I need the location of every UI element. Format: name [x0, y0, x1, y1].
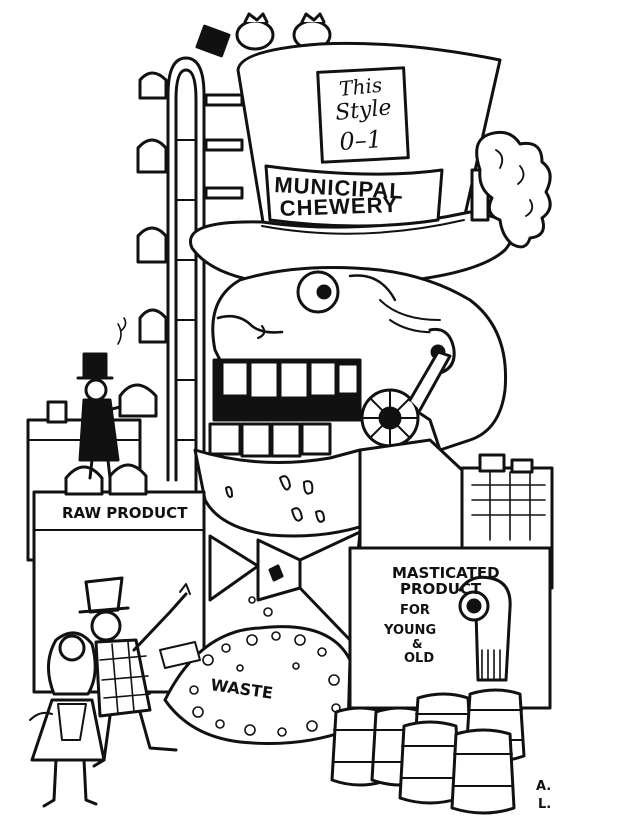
chewing-face [193, 266, 508, 538]
artist-signature: A. L. [536, 779, 551, 812]
barrel [398, 720, 462, 805]
steam-pipe [470, 130, 552, 249]
signature-line-2: L. [538, 797, 551, 812]
hatter-figure [78, 576, 191, 768]
masticated-line-1: MASTICATED [392, 564, 500, 582]
barrels [330, 688, 526, 815]
worker-figure [76, 317, 158, 480]
conveyor-elevator [136, 24, 244, 502]
masticated-line-4: YOUNG [383, 623, 436, 638]
masticated-line-2: PRODUCT [400, 580, 482, 598]
lower-jaw [193, 448, 382, 538]
masticated-sign-text: MASTICATED PRODUCT FOR YOUNG & OLD [383, 564, 500, 666]
signature-line-1: A. [536, 779, 551, 794]
hat-tag [316, 66, 410, 164]
hat-tag-line-3: 0–1 [338, 125, 382, 156]
sack-bucket-group [136, 71, 169, 344]
top-sacks [235, 12, 332, 51]
masticated-line-5: & [412, 637, 422, 651]
gear-wheel [360, 350, 452, 448]
bow-tie [208, 530, 362, 642]
hat-tag-line-2: Style [334, 95, 393, 126]
hat-tag-line-1: This [338, 73, 383, 101]
barrel [450, 728, 516, 815]
upper-teeth [212, 358, 362, 422]
masticated-line-6: OLD [404, 651, 434, 666]
masticated-product-box [348, 546, 552, 710]
hat-tag-text: This Style 0–1 [334, 73, 393, 156]
dark-crate [195, 24, 231, 58]
raw-sacks [64, 463, 148, 496]
hat-sign-text: MUNICIPAL CHEWERY [274, 172, 405, 221]
machine-housing [358, 438, 464, 550]
masticated-line-3: FOR [400, 603, 430, 618]
lower-teeth [208, 422, 332, 458]
top-hat [189, 41, 514, 288]
alice-figure [29, 631, 106, 808]
raw-product-label: RAW PRODUCT [62, 504, 188, 522]
waste-pile [159, 596, 352, 745]
chewery-label: CHEWERY [279, 192, 398, 221]
